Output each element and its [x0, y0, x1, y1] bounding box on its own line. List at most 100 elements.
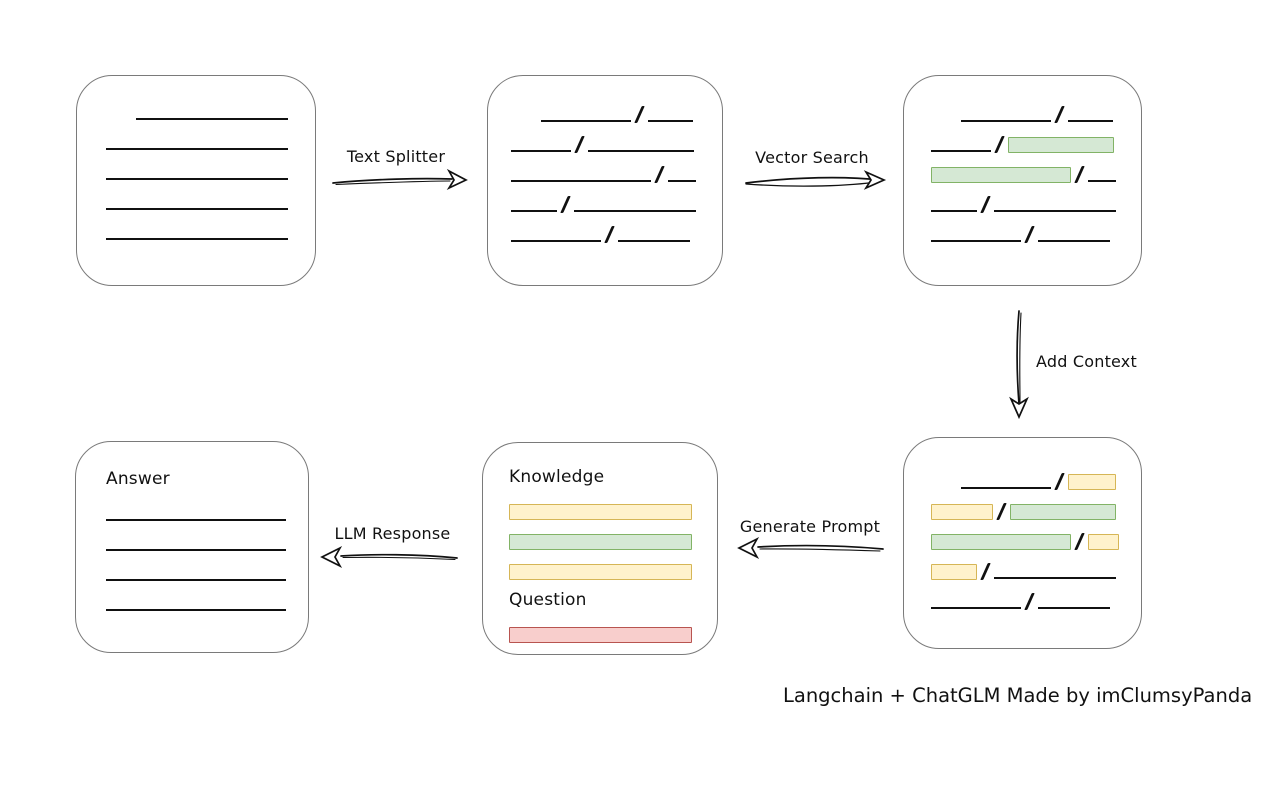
green-chunk: [509, 534, 692, 550]
split-chunks-content: [511, 93, 722, 243]
box-row: [511, 213, 722, 243]
green-chunk: [1010, 504, 1116, 520]
slash-separator: [1054, 106, 1065, 123]
text-line: [1038, 240, 1110, 242]
source-document-content: [106, 91, 315, 241]
green-chunk: [931, 167, 1071, 183]
slash-separator: [1074, 166, 1085, 183]
box-row: [106, 492, 308, 522]
generate-prompt-arrow: [737, 537, 884, 559]
slash-separator: [980, 563, 991, 580]
slash-separator: [654, 166, 665, 183]
box-row: [511, 153, 722, 183]
box-row: [509, 613, 717, 643]
box-row: [509, 520, 717, 550]
box-row: [931, 550, 1141, 580]
llm-response-arrow: [320, 546, 458, 568]
slash-separator: [604, 226, 615, 243]
text-line: [106, 178, 288, 180]
box-row: [931, 580, 1141, 610]
question-label: Question: [509, 590, 587, 610]
text-line: [106, 549, 286, 551]
red-chunk: [509, 627, 692, 643]
text-line: [511, 150, 571, 152]
slash-separator: [994, 136, 1005, 153]
box-row: [931, 520, 1141, 550]
yellow-chunk: [1068, 474, 1116, 490]
green-chunk: [1008, 137, 1114, 153]
text-line: [1038, 607, 1110, 609]
answer-label: Answer: [106, 469, 170, 489]
llm-response-label: LLM Response: [334, 524, 451, 543]
box-row: [106, 151, 315, 181]
box-row: [931, 183, 1141, 213]
box-row: [511, 123, 722, 153]
box-row: [931, 153, 1141, 183]
box-row: [509, 490, 717, 520]
text-line: [511, 210, 557, 212]
slash-separator: [1024, 226, 1035, 243]
text-line: [106, 238, 288, 240]
box-row: [106, 582, 308, 612]
text-line: [961, 487, 1051, 489]
text-line: [931, 607, 1021, 609]
text-line: [136, 118, 288, 120]
box-row: [106, 91, 315, 121]
slash-separator: [560, 196, 571, 213]
yellow-chunk: [509, 504, 692, 520]
text-line: [931, 240, 1021, 242]
text-line: [106, 579, 286, 581]
split-chunks-box: [487, 75, 723, 286]
knowledge-label: Knowledge: [509, 467, 605, 487]
box-row: [106, 211, 315, 241]
box-row: [106, 181, 315, 211]
yellow-chunk: [509, 564, 692, 580]
text-line: [106, 609, 286, 611]
yellow-chunk: [931, 504, 993, 520]
slash-separator: [1024, 593, 1035, 610]
slash-separator: [574, 136, 585, 153]
text-line: [648, 120, 693, 122]
context-chunks-box: [903, 437, 1142, 649]
box-row: [106, 522, 308, 552]
text-line: [106, 208, 288, 210]
credit-caption: Langchain + ChatGLM Made by imClumsyPand…: [783, 684, 1253, 707]
text-splitter-arrow: [332, 168, 468, 190]
text-line: [961, 120, 1051, 122]
text-line: [931, 210, 977, 212]
text-splitter-label: Text Splitter: [346, 147, 446, 166]
matched-chunks-content: [931, 93, 1141, 243]
green-chunk: [931, 534, 1071, 550]
slash-separator: [996, 503, 1007, 520]
add-context-label: Add Context: [1036, 352, 1137, 371]
text-line: [994, 210, 1116, 212]
box-row: [931, 490, 1141, 520]
text-line: [931, 150, 991, 152]
box-row: [931, 460, 1141, 490]
box-row: [511, 183, 722, 213]
vector-search-arrow: [745, 170, 887, 190]
text-line: [106, 519, 286, 521]
box-row: [106, 121, 315, 151]
text-line: [541, 120, 631, 122]
box-row: [106, 552, 308, 582]
text-line: [511, 240, 601, 242]
answer-content: Answer: [106, 459, 308, 612]
box-row: [931, 93, 1141, 123]
text-line: [1068, 120, 1113, 122]
text-line: [994, 577, 1116, 579]
box-row: [511, 93, 722, 123]
answer-box: Answer: [75, 441, 309, 653]
text-line: [618, 240, 690, 242]
slash-separator: [980, 196, 991, 213]
add-context-arrow: [1009, 310, 1029, 420]
text-line: [106, 148, 288, 150]
source-document-box: [76, 75, 316, 286]
box-row: [509, 550, 717, 580]
text-line: [511, 180, 651, 182]
vector-search-label: Vector Search: [755, 148, 869, 167]
generate-prompt-label: Generate Prompt: [739, 517, 881, 536]
slash-separator: [1054, 473, 1065, 490]
slash-separator: [634, 106, 645, 123]
